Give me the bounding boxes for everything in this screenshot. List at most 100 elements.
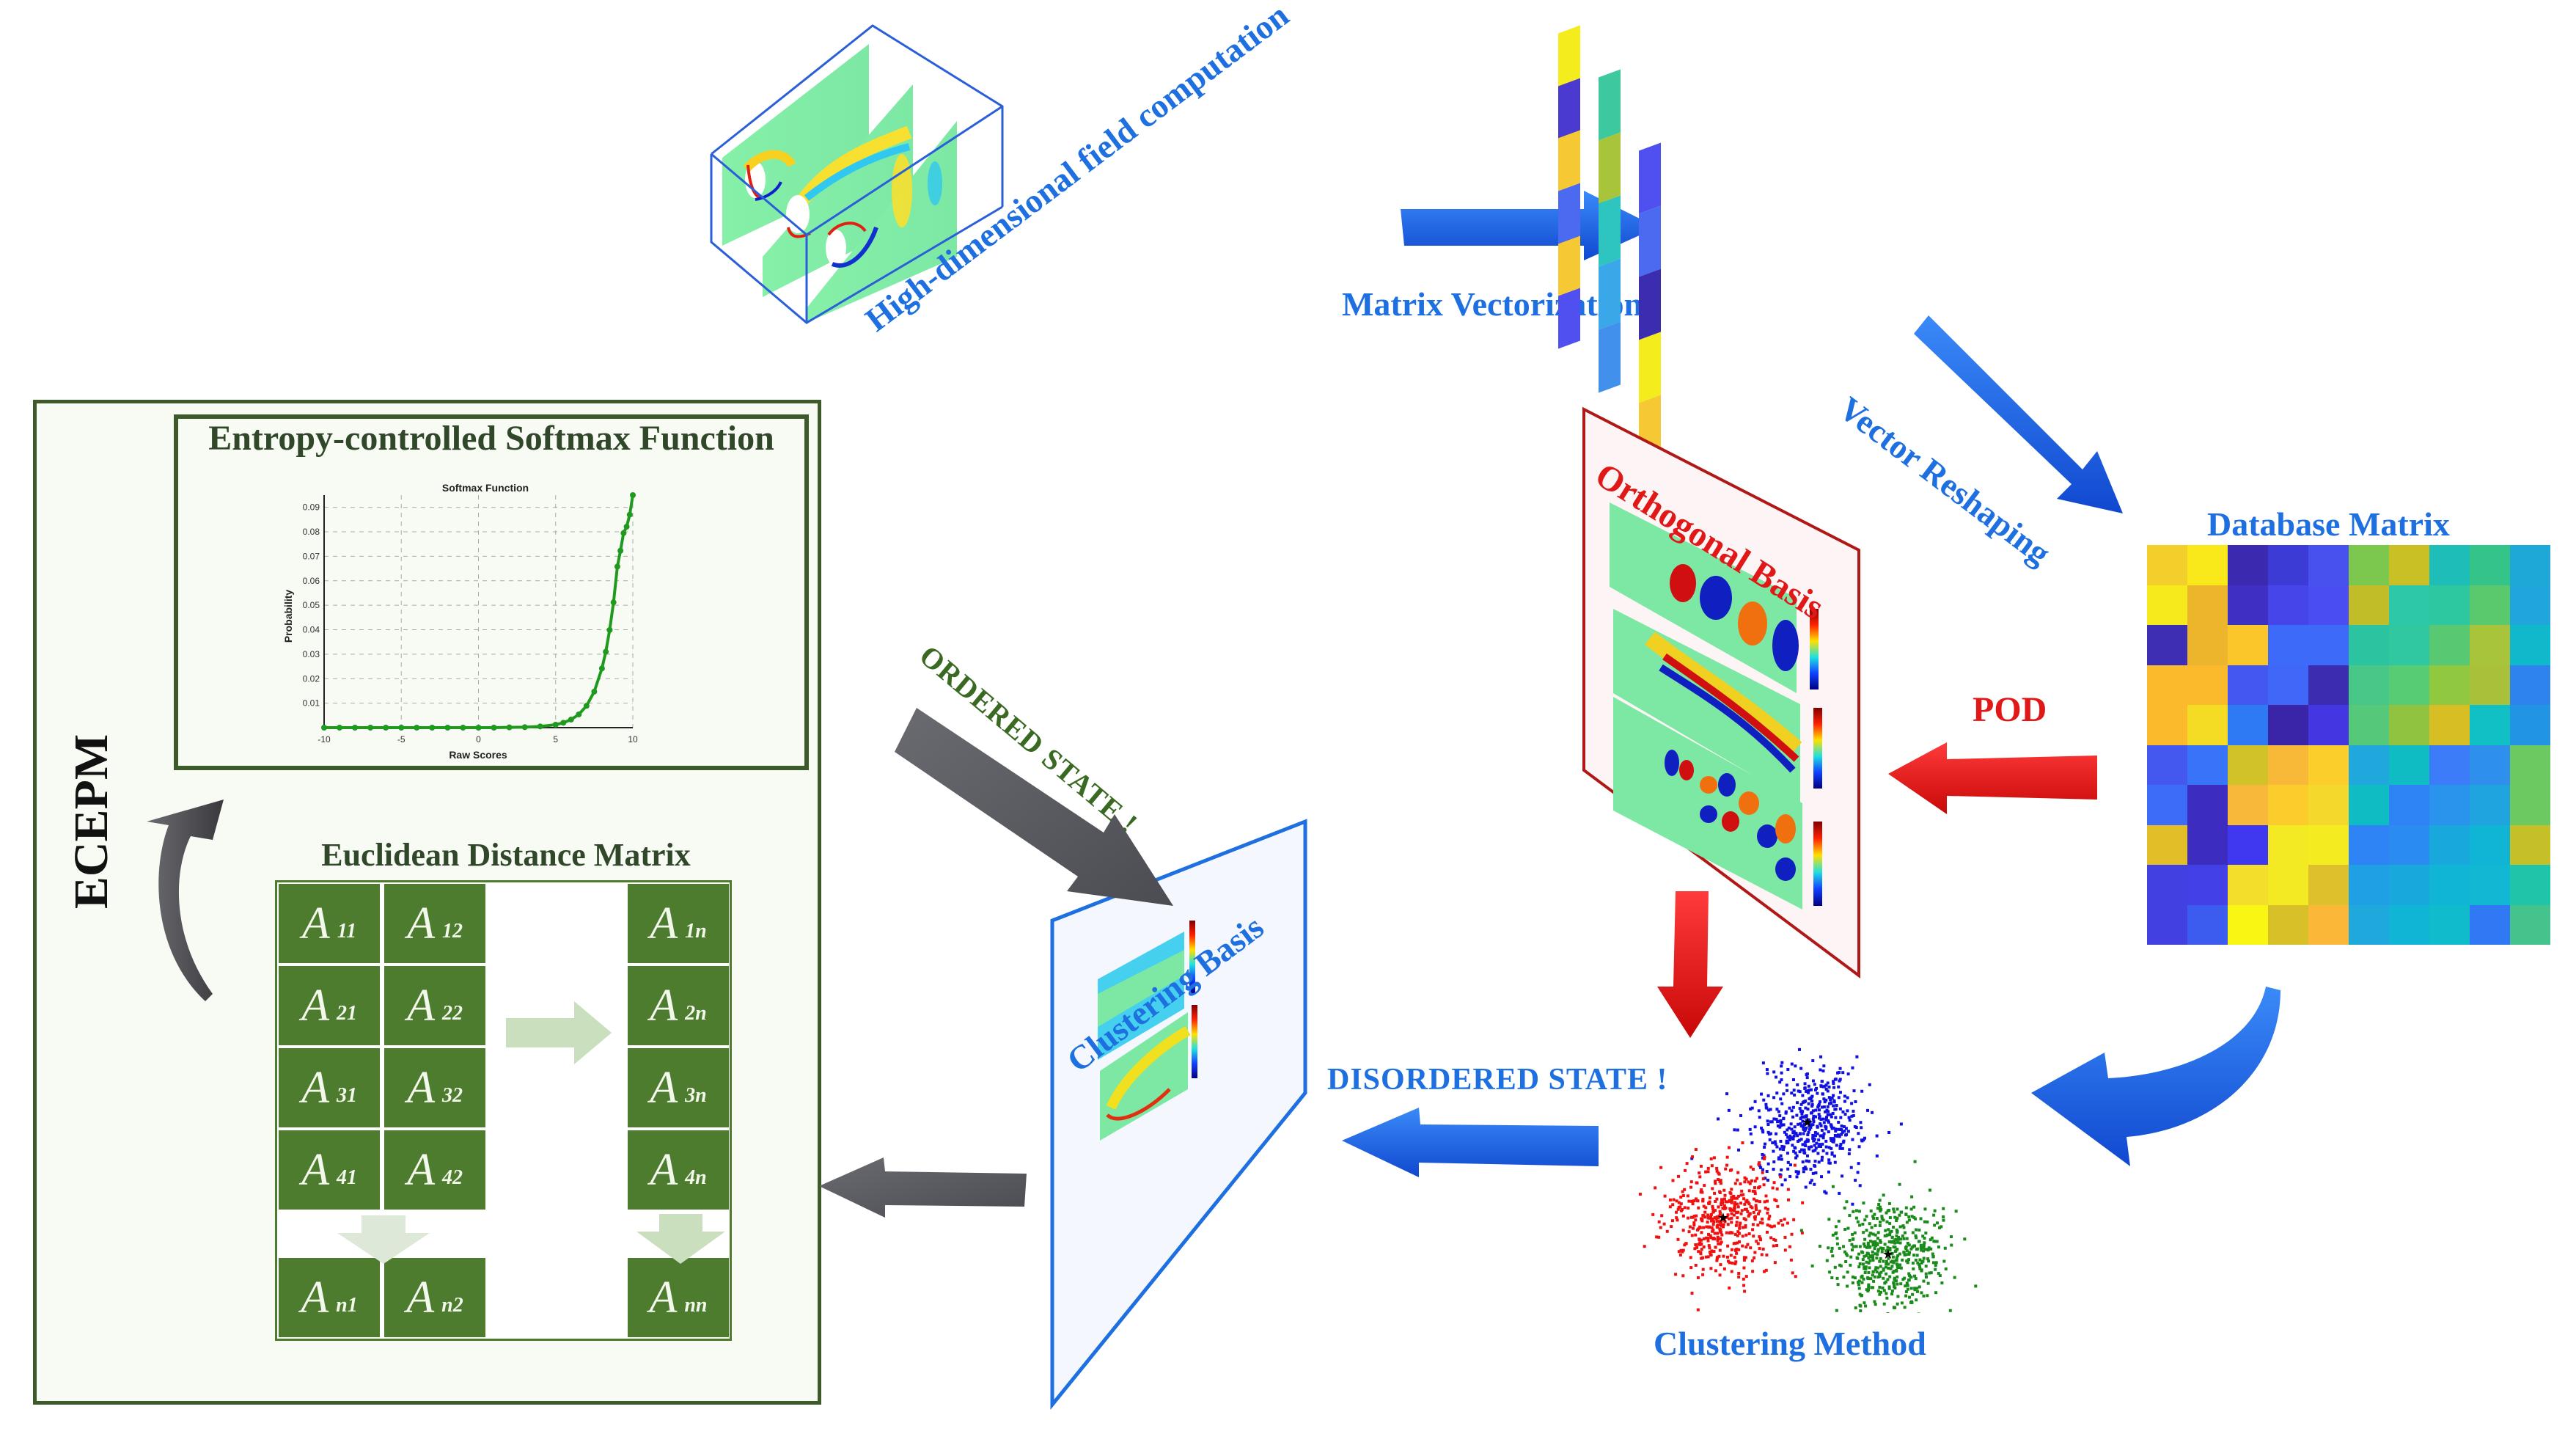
- matrix-cell: [2147, 904, 2187, 945]
- matrix-cell: [2510, 705, 2550, 745]
- matrix-cell: [2349, 785, 2389, 825]
- matrix-cell: [2187, 865, 2228, 905]
- matrix-vectorization-label: Matrix Vectorization: [1342, 285, 1643, 323]
- matrix-cell: [2429, 785, 2470, 825]
- matrix-cell: [2349, 865, 2389, 905]
- matrix-cell: [2308, 705, 2349, 745]
- matrix-cell: [2389, 904, 2429, 945]
- matrix-cell: [2147, 585, 2187, 625]
- arrow-down-right-icon: [895, 708, 1173, 906]
- matrix-cell: [2228, 705, 2268, 745]
- matrix-cell: [2470, 904, 2510, 945]
- matrix-cell: [2389, 745, 2429, 785]
- matrix-cell: [2187, 705, 2228, 745]
- matrix-cell: [2429, 665, 2470, 705]
- data-point: [626, 511, 633, 518]
- centroid-icon: ★: [1802, 1115, 1813, 1130]
- matrix-cell: [2268, 745, 2308, 785]
- data-point: [321, 725, 327, 731]
- data-point: [460, 725, 466, 731]
- data-point: [414, 725, 420, 731]
- matrix-cell: [2389, 585, 2429, 625]
- matrix-cell: [2429, 904, 2470, 945]
- y-tick-label: 0.01: [303, 698, 320, 709]
- y-tick-label: 0.04: [303, 625, 320, 635]
- arrow-down-icon: [636, 1214, 725, 1264]
- matrix-cell: [2268, 865, 2308, 905]
- matrix-cell: [2349, 824, 2389, 865]
- data-point: [537, 723, 543, 730]
- curved-arrow-up-icon: [147, 800, 224, 1001]
- cluster-green: ★: [1799, 1160, 1978, 1313]
- arrow-right-icon: [506, 1001, 612, 1064]
- data-point: [576, 711, 582, 717]
- matrix-cell: [2187, 904, 2228, 945]
- matrix-cell: [2470, 705, 2510, 745]
- y-tick-label: 0.07: [303, 551, 320, 561]
- matrix-cell: [2510, 865, 2550, 905]
- y-tick-label: 0.02: [303, 673, 320, 684]
- data-point: [620, 530, 627, 536]
- data-point: [614, 563, 620, 570]
- matrix-cell: [2349, 545, 2389, 585]
- matrix-cell: [2389, 865, 2429, 905]
- matrix-cell: [2187, 585, 2228, 625]
- matrix-cell: [2147, 785, 2187, 825]
- matrix-cell: [2389, 625, 2429, 665]
- matrix-cell: [2228, 865, 2268, 905]
- matrix-cell: [2147, 545, 2187, 585]
- matrix-cell: [2389, 545, 2429, 585]
- matrix-cell: [2268, 585, 2308, 625]
- chart-title: Softmax Function: [442, 482, 529, 494]
- matrix-cell: [2308, 585, 2349, 625]
- y-tick-label: 0.05: [303, 600, 320, 610]
- data-point: [610, 599, 617, 606]
- data-point: [583, 703, 590, 709]
- matrix-cell: [2389, 705, 2429, 745]
- matrix-cell: [2187, 545, 2228, 585]
- data-point: [630, 492, 636, 498]
- clustering-basis-panel: [1050, 819, 1307, 1411]
- cluster-red: ★: [1638, 1141, 1805, 1312]
- arrow-down-icon: [1657, 891, 1723, 1038]
- matrix-cell: [2429, 824, 2470, 865]
- x-tick-label: 0: [476, 734, 481, 745]
- arrow-left-icon: [1888, 742, 2097, 814]
- y-tick-label: 0.03: [303, 649, 320, 659]
- data-point: [383, 725, 389, 731]
- y-tick-label: 0.09: [303, 502, 320, 513]
- matrix-cell: [2308, 904, 2349, 945]
- matrix-cell: [2308, 865, 2349, 905]
- matrix-cell: [2389, 824, 2429, 865]
- disordered-state-label: DISORDERED STATE !: [1327, 1063, 1668, 1097]
- data-point: [568, 716, 574, 723]
- vector-bar: [1599, 69, 1621, 393]
- centroid-icon: ★: [1882, 1247, 1894, 1262]
- matrix-cell: [2470, 545, 2510, 585]
- matrix-cell: [2308, 824, 2349, 865]
- softmax-chart: Softmax Function Probability Raw Scores …: [282, 482, 638, 761]
- pod-label: POD: [1973, 690, 2047, 729]
- database-matrix: [2147, 545, 2550, 945]
- matrix-cell: [2228, 785, 2268, 825]
- matrix-cell: [2308, 625, 2349, 665]
- matrix-cell: [2228, 585, 2268, 625]
- matrix-cell: [2510, 545, 2550, 585]
- matrix-cell: [2228, 545, 2268, 585]
- curved-arrow-down-left-icon: [2031, 987, 2280, 1166]
- data-point: [623, 524, 630, 530]
- matrix-cell: [2389, 785, 2429, 825]
- clustering-method-label: Clustering Method: [1654, 1325, 1926, 1362]
- matrix-cell: [2470, 865, 2510, 905]
- data-point: [337, 725, 343, 731]
- matrix-cell: [2510, 745, 2550, 785]
- data-point: [398, 725, 405, 731]
- data-point: [606, 626, 613, 633]
- matrix-cell: [2470, 585, 2510, 625]
